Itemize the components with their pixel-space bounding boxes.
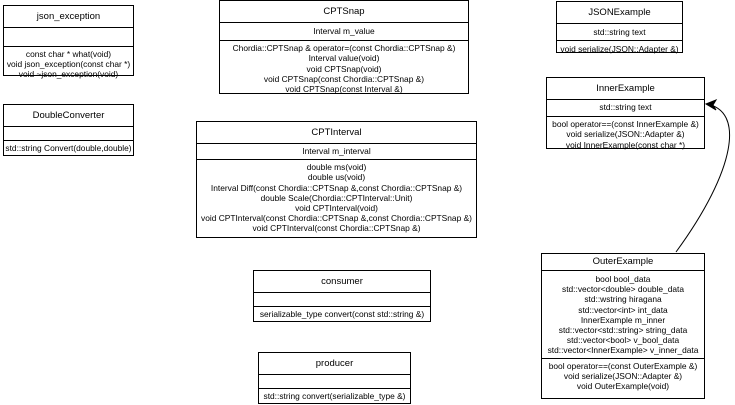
methods-section: serializable_type convert(const std::str… [254,307,430,321]
attribute: std::vector<int> int_data [578,304,668,315]
class-producer[interactable]: producer std::string convert(serializabl… [258,352,411,404]
method: bool operator==(const InnerExample &) [552,119,699,130]
method: void ~json_exception(void) [18,69,119,80]
attribute: std::vector<std::string> string_data [558,325,688,336]
class-jsonexample[interactable]: JSONExample std::string text void serial… [556,1,683,56]
methods-section: Chordia::CPTSnap & operator=(const Chord… [220,41,468,96]
method: serializable_type convert(const std::str… [259,309,425,319]
attribute: std::string text [593,27,646,37]
method: Interval value(void) [308,53,380,64]
method: void InnerExample(const char *) [565,139,686,150]
method: void CPTInterval(void) [295,203,378,214]
attributes-section [259,375,410,389]
class-name: json_exception [4,6,133,28]
methods-section: double ms(void) double us(void) Interval… [197,160,476,235]
attribute: Interval m_interval [302,146,371,156]
attribute: std::vector<double> double_data [562,284,684,295]
class-name: CPTSnap [220,1,468,23]
methods-section: std::string Convert(double,double) [4,141,133,155]
attributes-section [4,28,133,47]
method: void serialize(JSON::Adapter &) [563,370,683,381]
method: void serialize(JSON::Adapter &) [566,129,685,140]
methods-section: bool operator==(const InnerExample &) vo… [547,117,704,152]
attribute: std::wstring hiragana [584,294,662,305]
class-doubleconverter[interactable]: DoubleConverter std::string Convert(doub… [3,104,134,156]
method: void CPTSnap(void) [306,63,382,74]
attribute: Interval m_value [313,26,375,36]
class-name: producer [259,353,410,375]
class-name: CPTInterval [197,122,476,144]
attribute: bool bool_data [595,274,651,284]
class-innerexample[interactable]: InnerExample std::string text bool opera… [546,77,705,152]
method: Interval Diff(const Chordia::CPTSnap &,c… [210,182,463,193]
method: void CPTInterval(const Chordia::CPTSnap … [201,213,472,224]
method: std::string convert(serializable_type &) [263,391,406,401]
method: bool operator==(const OuterExample &) [548,360,698,371]
method: std::string Convert(double,double) [5,143,132,153]
class-name: OuterExample [542,254,704,271]
attribute: std::string text [599,102,652,112]
method: void CPTSnap(const Interval &) [285,84,403,95]
attributes-section: Interval m_interval [197,144,476,161]
method: double us(void) [307,172,366,183]
attributes-section: Interval m_value [220,23,468,42]
class-json-exception[interactable]: json_exception const char * what(void) v… [3,5,134,79]
attributes-section: std::string text [547,100,704,118]
methods-section: void serialize(JSON::Adapter &) [557,41,682,56]
class-name: JSONExample [557,2,682,24]
method: void CPTInterval(const Chordia::CPTSnap … [252,223,421,234]
attribute: std::vector<InnerExample> v_inner_data [547,345,699,356]
method: void CPTSnap(const Chordia::CPTSnap &) [263,73,425,84]
methods-section: bool operator==(const OuterExample &) vo… [542,359,704,394]
class-name: consumer [254,271,430,293]
attributes-section: std::string text [557,24,682,42]
method: const char * what(void) [25,49,112,59]
class-cptsnap[interactable]: CPTSnap Interval m_value Chordia::CPTSna… [219,0,469,94]
attributes-section: bool bool_data std::vector<double> doubl… [542,271,704,359]
method: double Scale(Chordia::CPTInterval::Unit) [260,192,413,203]
class-consumer[interactable]: consumer serializable_type convert(const… [253,270,431,322]
methods-section: const char * what(void) void json_except… [4,47,133,82]
method: Chordia::CPTSnap & operator=(const Chord… [232,43,456,54]
methods-section: std::string convert(serializable_type &) [259,389,410,403]
attributes-section [4,127,133,141]
attribute: InnerExample m_inner [580,314,666,325]
class-name: InnerExample [547,78,704,100]
method: void OuterExample(void) [576,381,670,392]
attributes-section [254,293,430,307]
method: void serialize(JSON::Adapter &) [560,44,679,55]
method: void json_exception(const char *) [6,59,131,70]
class-name: DoubleConverter [4,105,133,127]
class-cptinterval[interactable]: CPTInterval Interval m_interval double m… [196,121,477,238]
attribute: std::vector<bool> v_bool_data [566,335,680,346]
class-outerexample[interactable]: OuterExample bool bool_data std::vector<… [541,253,705,399]
method: double ms(void) [306,162,367,173]
arrowhead [704,98,718,111]
